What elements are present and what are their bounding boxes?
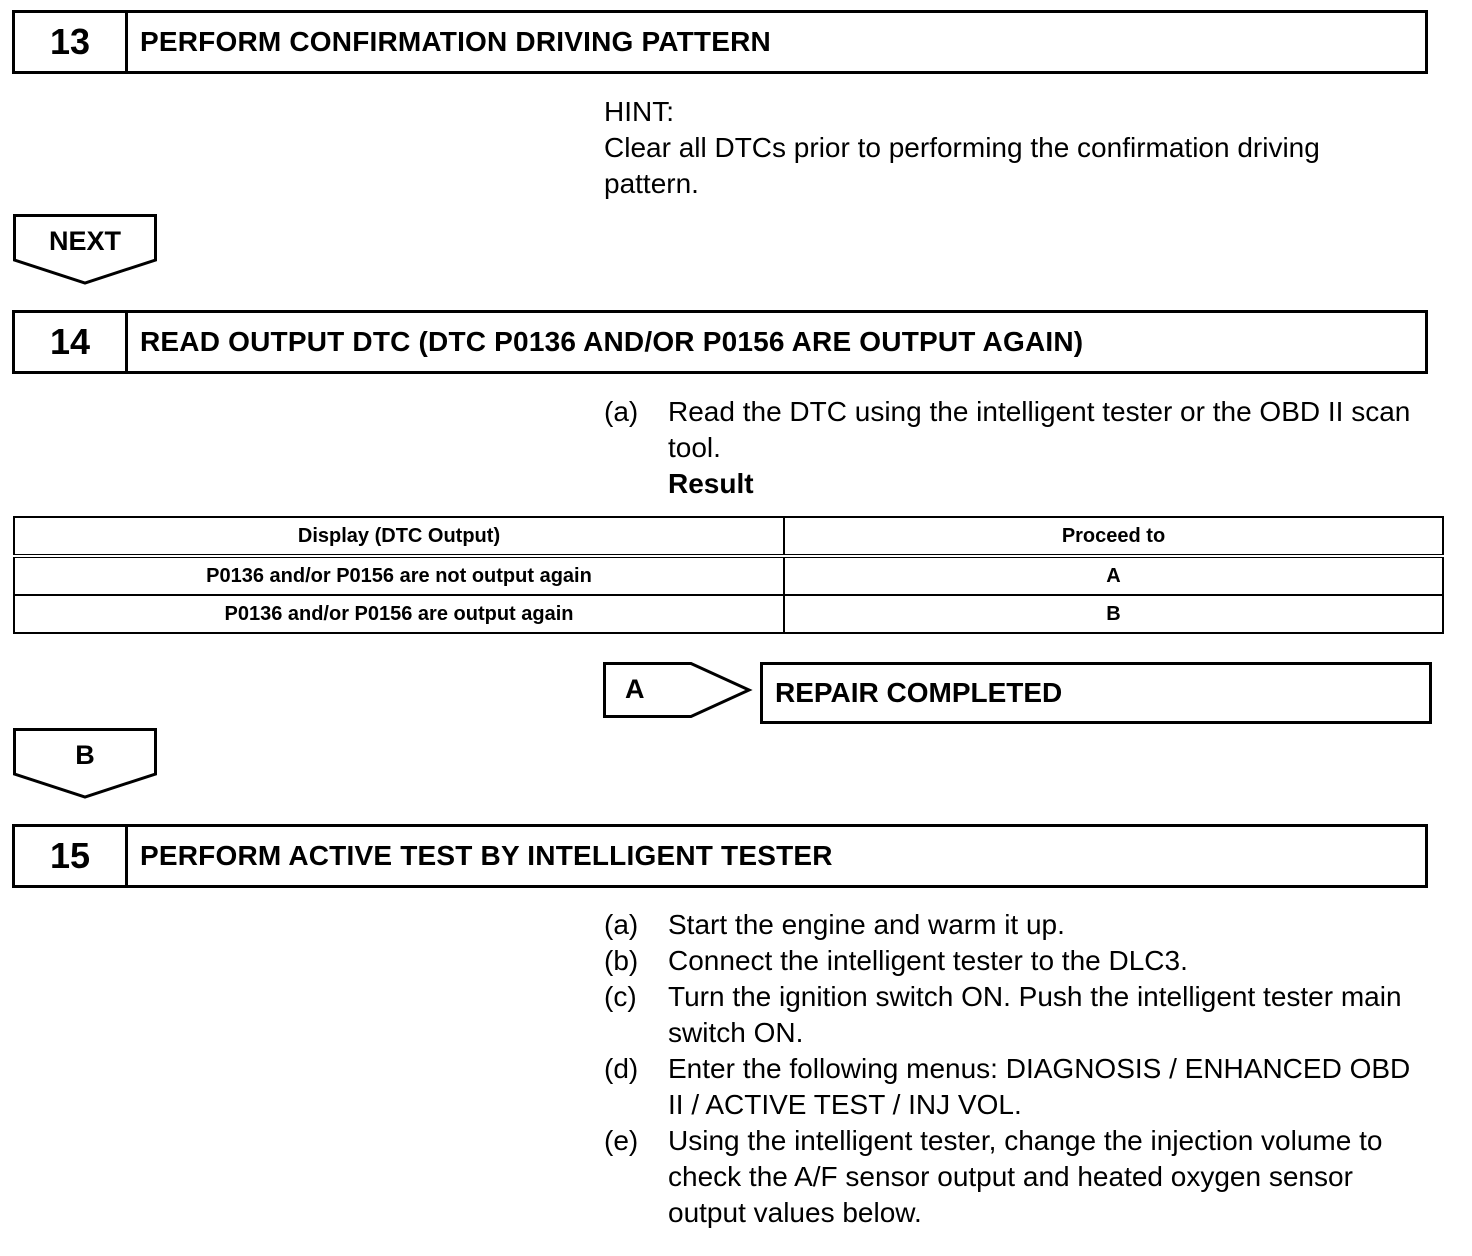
step-15-instructions: (a) Start the engine and warm it up. (b)… (604, 907, 1424, 1231)
step-13-hint: HINT: Clear all DTCs prior to performing… (604, 94, 1404, 202)
column-header: Display (DTC Output) (13, 516, 785, 558)
column-header: Proceed to (783, 516, 1444, 558)
right-arrow-icon (603, 662, 753, 718)
step-number: 14 (15, 313, 128, 371)
item-text: Turn the ignition switch ON. Push the in… (668, 981, 1402, 1048)
down-arrow-icon (13, 728, 157, 799)
hint-label: HINT: (604, 96, 674, 127)
item-label: (e) (604, 1125, 639, 1156)
spacer (604, 466, 668, 502)
step-number: 15 (15, 827, 128, 885)
step-15-header: 15 PERFORM ACTIVE TEST BY INTELLIGENT TE… (12, 824, 1428, 888)
step-title: PERFORM ACTIVE TEST BY INTELLIGENT TESTE… (140, 840, 833, 871)
table-header-row: Display (DTC Output) Proceed to (13, 516, 1444, 558)
item-label: (d) (604, 1053, 639, 1084)
down-arrow-icon (13, 214, 157, 285)
instruction-item: (a) Read the DTC using the intelligent t… (604, 394, 1414, 466)
step-14-instructions: (a) Read the DTC using the intelligent t… (604, 394, 1414, 502)
step-title: PERFORM CONFIRMATION DRIVING PATTERN (140, 26, 771, 57)
table-row: P0136 and/or P0156 are not output again … (13, 555, 1444, 596)
result-line: Result (604, 466, 1414, 502)
result-label: Result (668, 468, 754, 499)
table-cell: P0136 and/or P0156 are output again (13, 594, 785, 634)
instruction-item: (e) Using the intelligent tester, change… (604, 1123, 1424, 1231)
item-text: Enter the following menus: DIAGNOSIS / E… (668, 1053, 1411, 1120)
instruction-item: (a) Start the engine and warm it up. (604, 907, 1424, 943)
branch-b-arrow: B (13, 728, 157, 800)
step-14-header: 14 READ OUTPUT DTC (DTC P0136 AND/OR P01… (12, 310, 1428, 374)
table-cell: A (783, 555, 1444, 596)
item-label: (b) (604, 945, 639, 976)
step-number: 13 (15, 13, 128, 71)
item-text: Using the intelligent tester, change the… (668, 1125, 1383, 1228)
branch-b-label: B (75, 740, 95, 770)
item-text: Read the DTC using the intelligent teste… (668, 396, 1411, 463)
result-table: Display (DTC Output) Proceed to P0136 an… (13, 516, 1444, 634)
instruction-item: (c) Turn the ignition switch ON. Push th… (604, 979, 1424, 1051)
step-title: READ OUTPUT DTC (DTC P0136 AND/OR P0156 … (140, 326, 1084, 357)
table-cell: B (783, 594, 1444, 634)
item-label: (c) (604, 981, 637, 1012)
hint-text: Clear all DTCs prior to performing the c… (604, 132, 1320, 199)
next-arrow: NEXT (13, 214, 157, 286)
branch-a-label: A (625, 674, 645, 704)
table-row: P0136 and/or P0156 are output again B (13, 594, 1444, 634)
item-text: Start the engine and warm it up. (668, 909, 1065, 940)
item-text: Connect the intelligent tester to the DL… (668, 945, 1188, 976)
instruction-item: (d) Enter the following menus: DIAGNOSIS… (604, 1051, 1424, 1123)
item-label: (a) (604, 396, 639, 427)
step-13-header: 13 PERFORM CONFIRMATION DRIVING PATTERN (12, 10, 1428, 74)
item-label: (a) (604, 909, 639, 940)
branch-a-arrow: A (603, 662, 753, 720)
repair-completed-box: REPAIR COMPLETED (760, 662, 1432, 724)
table-cell: P0136 and/or P0156 are not output again (13, 555, 785, 596)
next-label: NEXT (48, 226, 121, 256)
instruction-item: (b) Connect the intelligent tester to th… (604, 943, 1424, 979)
